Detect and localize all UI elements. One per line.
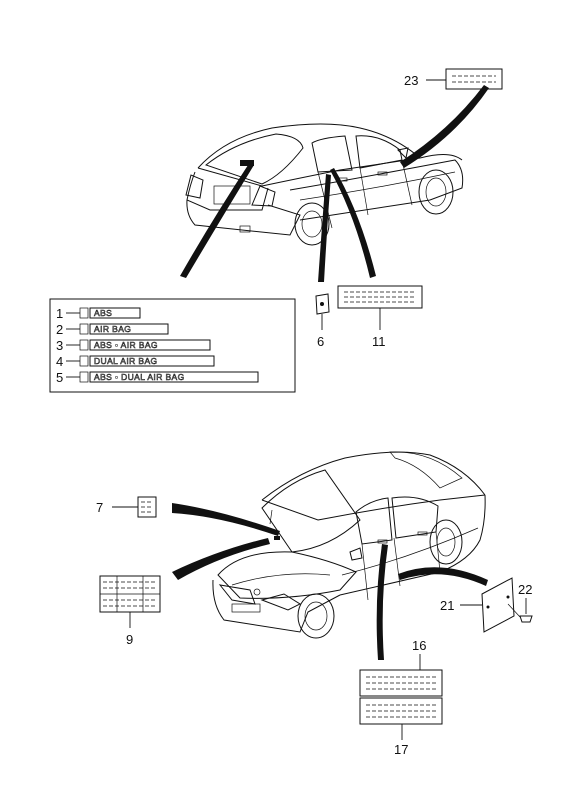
label-part-6 [315, 293, 330, 330]
callout-2: 2 [56, 322, 63, 337]
front-view-car [212, 451, 486, 639]
label-part-21 [460, 577, 515, 633]
emblem-legend: 1 ABS 2 AIR BAG 3 ABS • AIR BAG 4 DUAL A… [49, 298, 296, 393]
callout-4: 4 [56, 354, 63, 369]
leader-arrow [400, 85, 489, 168]
leader-arrow [330, 168, 376, 278]
label-part-7 [112, 496, 157, 518]
callout-11: 11 [372, 334, 386, 349]
emblem-row-2: 2 AIR BAG [56, 322, 169, 337]
callout-6: 6 [317, 334, 324, 349]
emblem-row-5: 5 ABS • DUAL AIR BAG [56, 370, 259, 385]
callout-9: 9 [126, 632, 133, 647]
callout-3: 3 [56, 338, 63, 353]
callout-1: 1 [56, 306, 63, 321]
callout-22: 22 [518, 582, 532, 597]
emblem-row-4: 4 DUAL AIR BAG [56, 354, 215, 369]
emblem-text-5: ABS • DUAL AIR BAG [94, 372, 185, 382]
callout-7: 7 [96, 500, 103, 515]
label-part-23 [426, 68, 503, 90]
rivet-part-22 [507, 598, 533, 623]
emblem-text-1: ABS [94, 308, 112, 318]
label-part-11 [337, 285, 423, 330]
leader-arrow [376, 544, 388, 660]
leader-arrow [172, 538, 270, 580]
callout-5: 5 [56, 370, 63, 385]
callout-16: 16 [412, 638, 426, 653]
leader-arrow [398, 567, 488, 586]
label-part-17 [359, 697, 443, 740]
leader-arrow [180, 162, 254, 278]
rear-view-car [185, 123, 464, 246]
leader-arrow [318, 174, 331, 282]
label-part-16 [359, 654, 443, 697]
callout-17: 17 [394, 742, 408, 757]
emblem-text-3: ABS • AIR BAG [94, 340, 158, 350]
emblem-text-4: DUAL AIR BAG [94, 356, 158, 366]
callout-21: 21 [440, 598, 454, 613]
emblem-row-1: 1 ABS [56, 306, 141, 321]
leader-arrow [172, 503, 280, 536]
label-part-9 [99, 575, 161, 628]
emblem-text-2: AIR BAG [94, 324, 131, 334]
callout-23: 23 [404, 73, 418, 88]
emblem-row-3: 3 ABS • AIR BAG [56, 338, 211, 353]
